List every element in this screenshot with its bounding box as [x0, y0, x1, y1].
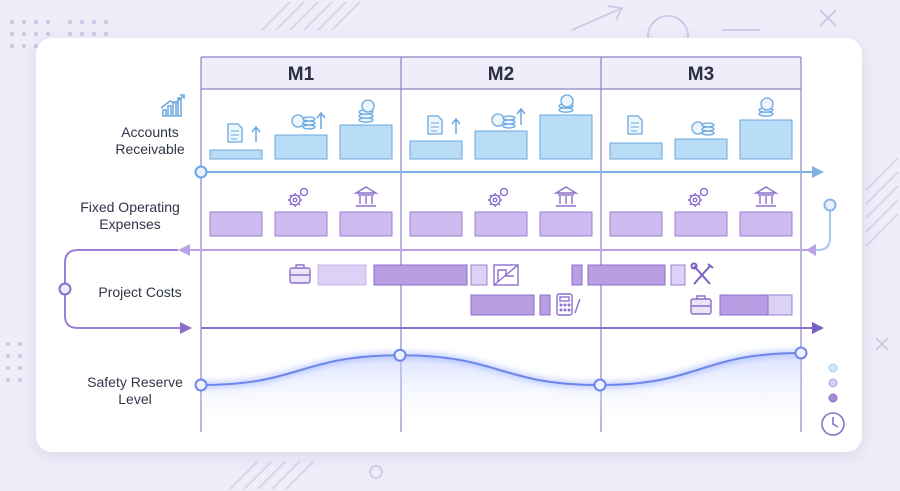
fixed-return-node — [823, 198, 837, 212]
row-label-line: Accounts — [121, 124, 179, 140]
month-label-m3: M3 — [688, 64, 714, 85]
fixed-return-connector — [810, 210, 831, 251]
project-bar-m3-small — [670, 264, 686, 286]
growth-chart-icon — [160, 94, 185, 117]
reserve-point-M1-end — [393, 348, 407, 362]
reserve-area — [201, 353, 801, 430]
project-row — [289, 262, 793, 316]
row-label-line: Expenses — [99, 216, 161, 232]
arrow-up-icon — [251, 107, 526, 142]
fixed-bar-m1-c — [339, 211, 393, 237]
ar-bar-m3-small — [609, 142, 663, 160]
month-label-m2: M2 — [488, 64, 514, 85]
project-bar-m2-small — [470, 264, 488, 286]
legend-dot-light — [828, 363, 838, 373]
safety-reserve-chart — [194, 346, 808, 430]
fixed-bar-m3-b — [674, 211, 728, 237]
coin-stack-icon — [291, 94, 774, 136]
row-label-line: Project Costs — [98, 284, 182, 300]
ar-bar-m1-medium — [274, 134, 328, 160]
ar-flow-arrowhead — [812, 166, 824, 178]
reserve-line — [200, 352, 802, 387]
project-bar-m1-m2-long — [373, 264, 468, 286]
row-label-line: Safety Reserve — [87, 374, 183, 390]
fixed-bar-m2-b — [474, 211, 528, 237]
legend-dots — [828, 363, 838, 403]
fixed-bar-m1-a — [209, 211, 263, 237]
row-label-accounts-receivable: Accounts Receivable — [70, 124, 230, 158]
ar-bar-m2-medium — [474, 130, 528, 160]
calculator-icon — [556, 293, 581, 316]
row-label-fixed-operating-expenses: Fixed Operating Expenses — [50, 199, 210, 233]
month-header: M1 M2 M3 — [201, 57, 801, 89]
project-bar-m3-second-fill — [719, 294, 769, 316]
bank-icon — [353, 186, 779, 207]
fixed-row — [209, 186, 793, 237]
ar-bar-m3-large — [739, 119, 793, 160]
fixed-bar-m3-a — [609, 211, 663, 237]
project-bar-m2-second-tiny — [539, 294, 551, 316]
reserve-point-M2-end — [593, 378, 607, 392]
ar-bar-m3-medium — [674, 138, 728, 160]
fixed-bar-m1-b — [274, 211, 328, 237]
project-bar-m3-tiny — [571, 264, 583, 286]
tools-icon — [690, 262, 714, 285]
project-bar-m1-light — [317, 264, 367, 286]
row-label-line: Fixed Operating — [80, 199, 180, 215]
project-bar-m3-long — [587, 264, 666, 286]
fixed-bar-m2-c — [539, 211, 593, 237]
gears-icon — [288, 187, 709, 207]
ar-flow-start-node — [194, 165, 208, 179]
project-bar-m2-second — [470, 294, 535, 316]
legend-dot-medium — [828, 378, 838, 388]
blueprint-icon — [493, 264, 519, 286]
month-label-m1: M1 — [288, 64, 315, 85]
ar-bar-m1-small — [209, 149, 263, 160]
ar-row — [209, 94, 793, 160]
flow-arrows — [58, 165, 837, 334]
row-label-safety-reserve: Safety Reserve Level — [55, 374, 215, 408]
row-label-line: Receivable — [115, 141, 185, 157]
reserve-point-start — [194, 378, 208, 392]
row-label-project-costs: Project Costs — [60, 284, 220, 301]
ar-bar-m2-large — [539, 114, 593, 160]
project-loop-node — [58, 282, 72, 296]
row-label-line: Level — [118, 391, 152, 407]
fixed-bar-m2-a — [409, 211, 463, 237]
reserve-point-M3-end — [794, 346, 808, 360]
briefcase-icon — [289, 264, 712, 315]
fixed-bar-m3-c — [739, 211, 793, 237]
clock-icon — [821, 412, 845, 436]
ar-bar-m2-small — [409, 140, 463, 160]
fixed-flow-arrowhead — [178, 244, 190, 256]
project-flow-arrowhead — [812, 322, 824, 334]
legend-dot-dark — [828, 393, 838, 403]
document-icon — [227, 115, 643, 143]
ar-bar-m1-large — [339, 124, 393, 160]
